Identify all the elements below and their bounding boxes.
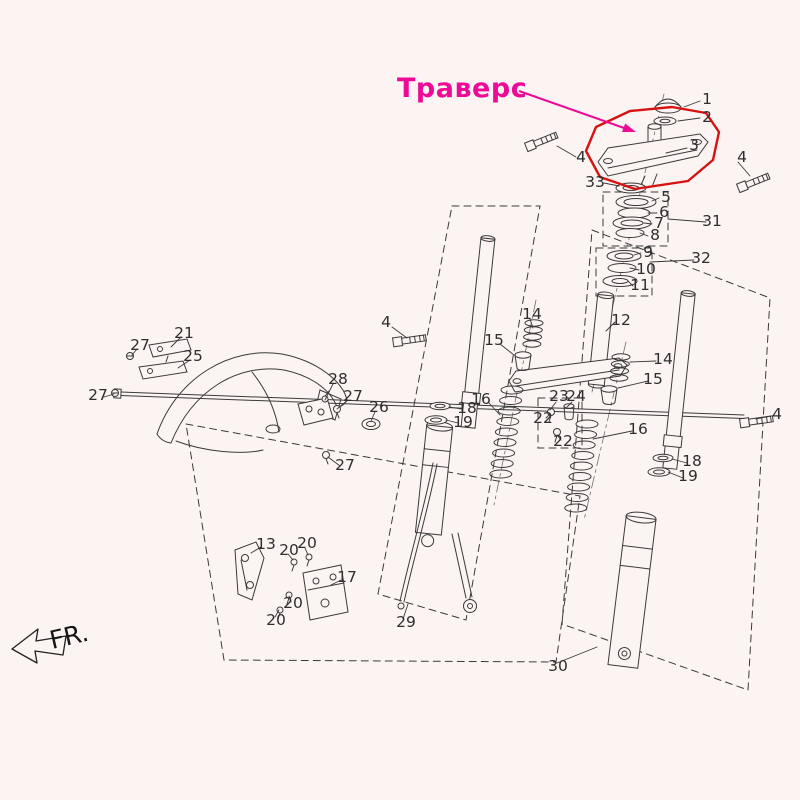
front-direction-label: FR. [47,618,91,655]
part-number-27: 27 [88,386,108,404]
part-number-12: 12 [611,311,631,329]
front-direction-arrow-icon [11,628,67,664]
part-number-33: 33 [585,173,605,191]
right-fork-outer-tube [607,511,657,669]
fender-bracket-upper [138,338,192,380]
part-number-2: 2 [702,108,712,126]
highlight-outline [584,105,721,191]
part-number-18: 18 [682,452,702,470]
left-fork-lower-tube [414,421,454,548]
part-number-26: 26 [369,398,389,416]
part-number-16: 16 [628,420,648,438]
part-number-31: 31 [702,212,722,230]
part-number-7: 7 [654,214,664,232]
part-number-8: 8 [650,226,660,244]
leader-lines [103,100,772,664]
part-number-24: 24 [566,387,586,405]
part-number-10: 10 [636,260,656,278]
part-number-25: 25 [183,347,203,365]
bracket-screws [276,553,313,620]
left-fork-spring [489,385,524,479]
part-number-11: 11 [630,276,650,294]
part-number-27: 27 [130,336,150,354]
part-number-1: 1 [702,90,712,108]
axle-rod [113,388,745,419]
front-direction-marker: FR. [11,618,91,664]
page-title: Траверс [397,73,527,104]
lower-bearing-stack [602,250,642,287]
right-fork-spring [564,419,599,513]
part-number-21: 21 [174,324,194,342]
part-number-18: 18 [457,399,477,417]
assembly-panels [185,191,771,691]
steering-stem-nut [653,98,682,126]
right-fork-cap [600,385,618,405]
right-preload-spring [609,353,631,382]
part-number-4: 4 [772,405,782,423]
part-number-22: 22 [533,409,553,427]
part-number-20: 20 [297,534,317,552]
part-number-32: 32 [691,249,711,267]
part-number-27: 27 [335,456,355,474]
part-number-4: 4 [576,148,586,166]
part-number-4: 4 [737,148,747,166]
left-preload-spring [522,319,544,348]
part-number-4: 4 [381,313,391,331]
part-number-14: 14 [653,350,673,368]
title-callout: Траверс [397,73,636,132]
part-number-15: 15 [643,370,663,388]
front-fender [156,352,348,453]
part-number-22: 22 [553,432,573,450]
part-number-30: 30 [548,657,568,675]
part-number-20: 20 [266,611,286,629]
part-number-20: 20 [279,541,299,559]
left-fork-cap [514,351,532,371]
side-bolt-right [738,415,774,429]
part-number-15: 15 [484,331,504,349]
left-washers [424,401,451,425]
part-number-29: 29 [396,613,416,631]
clamp-bolt-left [523,131,559,153]
part-number-19: 19 [678,467,698,485]
part-number-3: 3 [689,136,699,154]
clamp-small-bolts [547,403,575,443]
part-number-14: 14 [522,305,542,323]
cable [397,462,438,610]
upper-bearing-stack [612,195,657,238]
part-number-13: 13 [256,535,276,553]
clamp-bolt-right [735,172,771,194]
side-bolt-left [391,334,427,348]
part-number-5: 5 [661,188,671,206]
right-fork-tube [662,290,696,470]
title-arrow-line [518,90,625,129]
part-number-17: 17 [337,568,357,586]
right-washers [647,453,674,477]
part-number-28: 28 [328,370,348,388]
part-number-6: 6 [659,203,669,221]
part-number-16: 16 [471,390,491,408]
part-number-9: 9 [643,243,653,261]
part-number-27: 27 [343,387,363,405]
part-number-20: 20 [283,594,303,612]
left-fork-damper-rod [451,532,477,613]
title-arrow-head [622,123,636,132]
part-number-19: 19 [453,413,473,431]
left-fork-tube [460,235,496,429]
stay-bracket [234,541,265,601]
lower-clamp-plate [508,357,628,393]
part-number-23: 23 [549,387,569,405]
caliper-bracket [302,564,349,621]
